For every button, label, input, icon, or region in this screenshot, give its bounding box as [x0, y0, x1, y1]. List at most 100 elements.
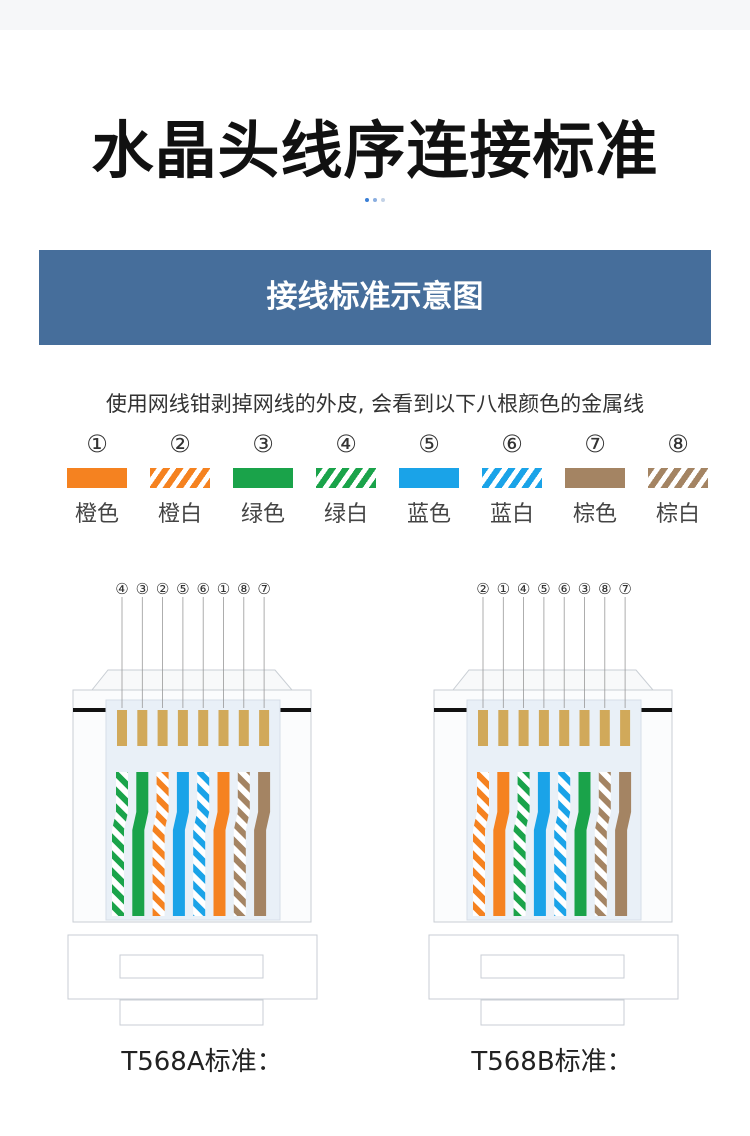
legend-label: 橙白	[157, 502, 202, 527]
section-banner: 接线标准示意图	[39, 250, 711, 345]
legend-swatch	[150, 468, 210, 488]
legend-item: ④ 绿白	[304, 428, 388, 528]
t568b-label: T568B标准：	[471, 1047, 633, 1077]
pin-number-label: ⑥	[196, 580, 209, 598]
pin-number-label: ②	[476, 580, 489, 598]
gold-contact	[478, 710, 488, 746]
wire-蓝白	[193, 772, 210, 916]
legend-item: ⑥ 蓝白	[470, 428, 554, 528]
connector-window	[466, 699, 642, 921]
legend-swatch	[399, 468, 459, 488]
legend-swatch	[482, 468, 542, 488]
wire-橙色	[493, 772, 510, 916]
legend-number: ③	[252, 430, 274, 458]
legend-label: 蓝白	[489, 502, 534, 527]
legend-number: ④	[335, 430, 357, 458]
legend-swatch	[565, 468, 625, 488]
dot-2	[373, 198, 377, 202]
wire-棕色	[615, 772, 632, 916]
legend-label: 绿白	[323, 502, 368, 527]
pin-number-label: ⑦	[618, 580, 631, 598]
wire-棕白	[233, 772, 250, 916]
gold-contact	[518, 710, 529, 746]
connector-window	[105, 699, 281, 921]
gold-contact	[218, 710, 229, 746]
pin-number-label: ③	[578, 580, 591, 598]
legend-label: 蓝色	[406, 502, 451, 527]
connector-tab	[119, 999, 264, 1026]
decorative-dots	[0, 198, 750, 204]
dot-1	[365, 198, 369, 202]
gold-contact	[620, 710, 631, 746]
gold-contact	[259, 710, 270, 746]
wire-绿色	[574, 772, 591, 916]
gold-contact	[117, 710, 127, 746]
pin-number-label: ⑧	[237, 580, 250, 598]
wire-绿白	[513, 772, 530, 916]
legend-number: ⑦	[584, 430, 606, 458]
pin-number-label: ①	[217, 580, 230, 598]
legend-item: ③ 绿色	[221, 428, 305, 528]
pin-number-label: ④	[517, 580, 530, 598]
legend-label: 绿色	[240, 502, 285, 527]
gold-contact	[538, 710, 549, 746]
wire-棕白	[594, 772, 611, 916]
pin-number-label: ⑤	[537, 580, 550, 598]
description-text: 使用网线钳剥掉网线的外皮, 会看到以下八根颜色的金属线	[105, 392, 645, 416]
pin-number-label: ⑧	[598, 580, 611, 598]
gold-contact	[599, 710, 610, 746]
pin-number-label: ②	[156, 580, 169, 598]
legend-swatch	[648, 468, 708, 488]
legend-number: ①	[86, 430, 108, 458]
legend-number: ②	[169, 430, 191, 458]
pin-number-label: ④	[115, 580, 128, 598]
gold-contact	[198, 710, 209, 746]
wire-蓝色	[172, 772, 189, 916]
pin-number-label: ⑦	[257, 580, 270, 598]
wire-橙白	[152, 772, 169, 916]
page-title: 水晶头线序连接标准	[91, 114, 659, 187]
legend-item: ⑤ 蓝色	[387, 428, 471, 528]
gold-contact	[579, 710, 590, 746]
legend-item: ⑦ 棕色	[553, 428, 637, 528]
wire-橙色	[213, 772, 230, 916]
wire-绿白	[112, 772, 128, 916]
top-strip	[0, 0, 750, 30]
connector-latch-slot	[480, 954, 625, 979]
legend-item: ② 橙白	[138, 428, 222, 528]
gold-contact	[157, 710, 168, 746]
connector-tab	[480, 999, 625, 1026]
wire-蓝白	[554, 772, 571, 916]
wire-棕色	[254, 772, 271, 916]
legend-label: 棕色	[572, 502, 617, 527]
wire-绿色	[132, 772, 149, 916]
wire-蓝色	[533, 772, 550, 916]
connector-latch-slot	[119, 954, 264, 979]
pin-number-label: ①	[497, 580, 510, 598]
pin-number-label: ⑥	[557, 580, 570, 598]
legend-label: 棕白	[655, 502, 700, 527]
gold-contact	[498, 710, 509, 746]
pin-number-label: ⑤	[176, 580, 189, 598]
gold-contact	[177, 710, 188, 746]
legend-number: ⑥	[501, 430, 523, 458]
gold-contact	[238, 710, 249, 746]
t568a-label: T568A标准：	[121, 1047, 283, 1077]
legend-number: ⑤	[418, 430, 440, 458]
wire-橙白	[473, 772, 489, 916]
legend-item: ⑧ 棕白	[636, 428, 720, 528]
pin-number-label: ③	[136, 580, 149, 598]
legend-swatch	[67, 468, 127, 488]
dot-3	[381, 198, 385, 202]
legend-swatch	[316, 468, 376, 488]
legend-swatch	[233, 468, 293, 488]
gold-contact	[559, 710, 570, 746]
legend-number: ⑧	[667, 430, 689, 458]
gold-contact	[137, 710, 148, 746]
